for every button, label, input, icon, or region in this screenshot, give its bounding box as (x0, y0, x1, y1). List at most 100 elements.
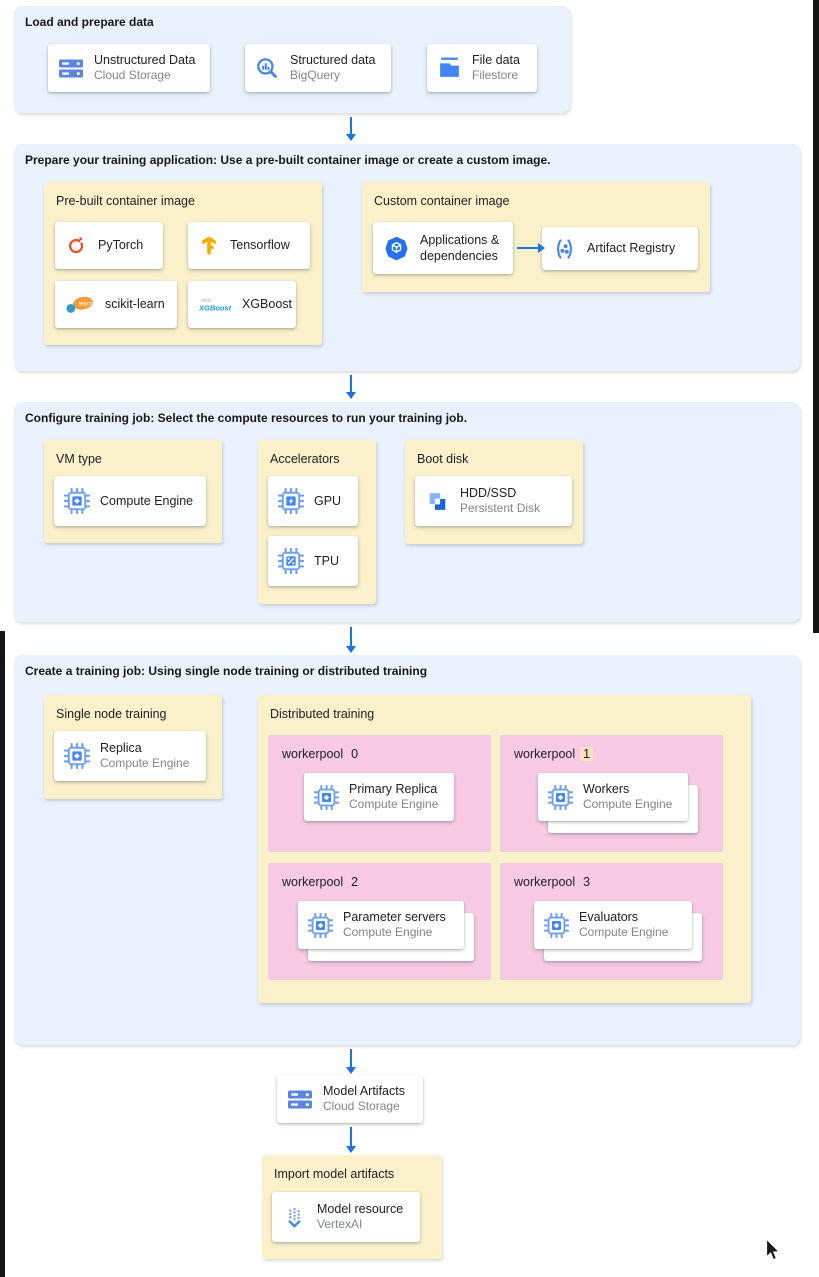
card-file-data: File data Filestore (427, 44, 537, 92)
flow-arrow-3 (346, 627, 356, 653)
card-title: Parameter servers (343, 910, 446, 925)
card-model-artifacts: Model Artifacts Cloud Storage (277, 1075, 423, 1123)
card-title: Model resource (317, 1202, 404, 1217)
panel-single-label: Single node training (56, 707, 167, 721)
card-subtitle: Filestore (472, 68, 519, 83)
card-subtitle: VertexAI (317, 1217, 363, 1232)
compute-engine-icon (64, 743, 90, 769)
panel-boot-label: Boot disk (417, 452, 469, 466)
panel-prebuilt-container: Pre-built container image PyTorch Tensor… (44, 182, 322, 345)
card-persistent-disk: HDD/SSD Persistent Disk (415, 476, 572, 526)
panel-import-label: Import model artifacts (274, 1167, 395, 1181)
card-title: Structured data (290, 53, 376, 68)
card-title: File data (472, 53, 520, 68)
card-model-resource: Model resource VertexAI (272, 1192, 420, 1242)
card-title: Replica (100, 741, 142, 756)
card-title: GPU (314, 493, 342, 508)
card-unstructured-data: Unstructured Data Cloud Storage (48, 44, 210, 92)
card-title: Workers (583, 782, 630, 797)
artifact-registry-icon (552, 237, 577, 261)
gpu-icon (278, 488, 304, 514)
tpu-icon (278, 548, 304, 574)
tensorflow-icon (198, 235, 220, 257)
flow-arrow-4 (346, 1049, 356, 1074)
card-title: Evaluators (579, 910, 639, 925)
panel-accelerators-label: Accelerators (270, 452, 340, 466)
panel-custom-label: Custom container image (374, 194, 510, 208)
card-tensorflow: Tensorflow (188, 222, 310, 269)
card-subtitle: Persistent Disk (460, 501, 541, 516)
card-subtitle: BigQuery (290, 68, 341, 83)
panel-distributed-label: Distributed training (270, 707, 375, 721)
card-title: Unstructured Data (94, 53, 196, 68)
flow-arrow-5 (346, 1127, 356, 1153)
filestore-icon (437, 57, 462, 79)
card-subtitle: Cloud Storage (323, 1099, 400, 1114)
panel-boot-disk: Boot disk HDD/SSD Persistent Disk (405, 440, 583, 544)
card-xgboost: dmlc XGBoost XGBoost (188, 281, 296, 328)
cloud-storage-icon (58, 58, 84, 79)
card-subtitle: Cloud Storage (94, 68, 171, 83)
flow-arrow-1 (346, 117, 356, 141)
card-title: XGBoost (242, 297, 293, 312)
pytorch-icon (65, 234, 88, 257)
card-pytorch: PyTorch (55, 222, 163, 269)
card-title: Primary Replica (349, 782, 438, 797)
card-title: TPU (314, 553, 339, 568)
card-workers: Workers Compute Engine (538, 773, 688, 821)
section-prepare-application: Prepare your training application: Use a… (14, 144, 800, 371)
flow-arrow-custom (517, 243, 545, 253)
section-create-title: Create a training job: Using single node… (25, 664, 428, 678)
card-scikit-learn: learn scikit-learn (55, 281, 177, 328)
card-title: Model Artifacts (323, 1084, 405, 1099)
svg-text:XGBoost: XGBoost (198, 303, 232, 312)
vertex-ai-icon (282, 1205, 307, 1230)
section-create-job: Create a training job: Using single node… (14, 655, 800, 1045)
panel-accelerators: Accelerators GPU TPU (258, 440, 376, 604)
flow-arrow-2 (346, 375, 356, 399)
card-title: PyTorch (98, 238, 144, 253)
right-edge-bar (813, 0, 819, 633)
card-parameter-servers: Parameter servers Compute Engine (298, 901, 464, 949)
compute-engine-icon (64, 488, 90, 514)
card-gpu: GPU (268, 476, 358, 526)
card-title: Applications & dependencies (420, 232, 500, 263)
card-artifact-registry: Artifact Registry (542, 227, 698, 270)
panel-single-node: Single node training Replica Compute Eng… (44, 695, 222, 799)
panel-vm-type: VM type Compute Engine (44, 440, 222, 543)
compute-engine-icon (548, 784, 573, 810)
section-load-title: Load and prepare data (25, 15, 154, 29)
panel-custom-container: Custom container image Applications & de… (362, 182, 710, 292)
card-applications-dependencies: Applications & dependencies (373, 222, 513, 274)
card-subtitle: Compute Engine (349, 797, 439, 812)
card-title: scikit-learn (105, 297, 165, 312)
section-load-data: Load and prepare data Unstructured Data … (14, 6, 570, 113)
card-primary-replica: Primary Replica Compute Engine (304, 773, 454, 821)
card-structured-data: Structured data BigQuery (245, 44, 391, 92)
section-prepare-title: Prepare your training application: Use a… (25, 153, 551, 167)
left-edge-bar (0, 631, 5, 1277)
section-configure-job: Configure training job: Select the compu… (14, 402, 800, 622)
card-title: HDD/SSD (460, 486, 517, 501)
card-tpu: TPU (268, 536, 358, 586)
persistent-disk-icon (425, 489, 450, 514)
card-subtitle: Compute Engine (583, 797, 673, 812)
scikit-learn-icon: learn (65, 295, 95, 314)
section-configure-title: Configure training job: Select the compu… (25, 411, 468, 425)
panel-prebuilt-label: Pre-built container image (56, 194, 195, 208)
compute-engine-icon (308, 912, 333, 938)
card-subtitle: Compute Engine (343, 925, 433, 940)
panel-vm-label: VM type (56, 452, 102, 466)
bigquery-icon (255, 56, 280, 81)
card-title: Tensorflow (230, 238, 290, 253)
cloud-storage-icon (287, 1089, 313, 1110)
xgboost-icon: dmlc XGBoost (198, 295, 232, 315)
card-evaluators: Evaluators Compute Engine (534, 901, 692, 949)
